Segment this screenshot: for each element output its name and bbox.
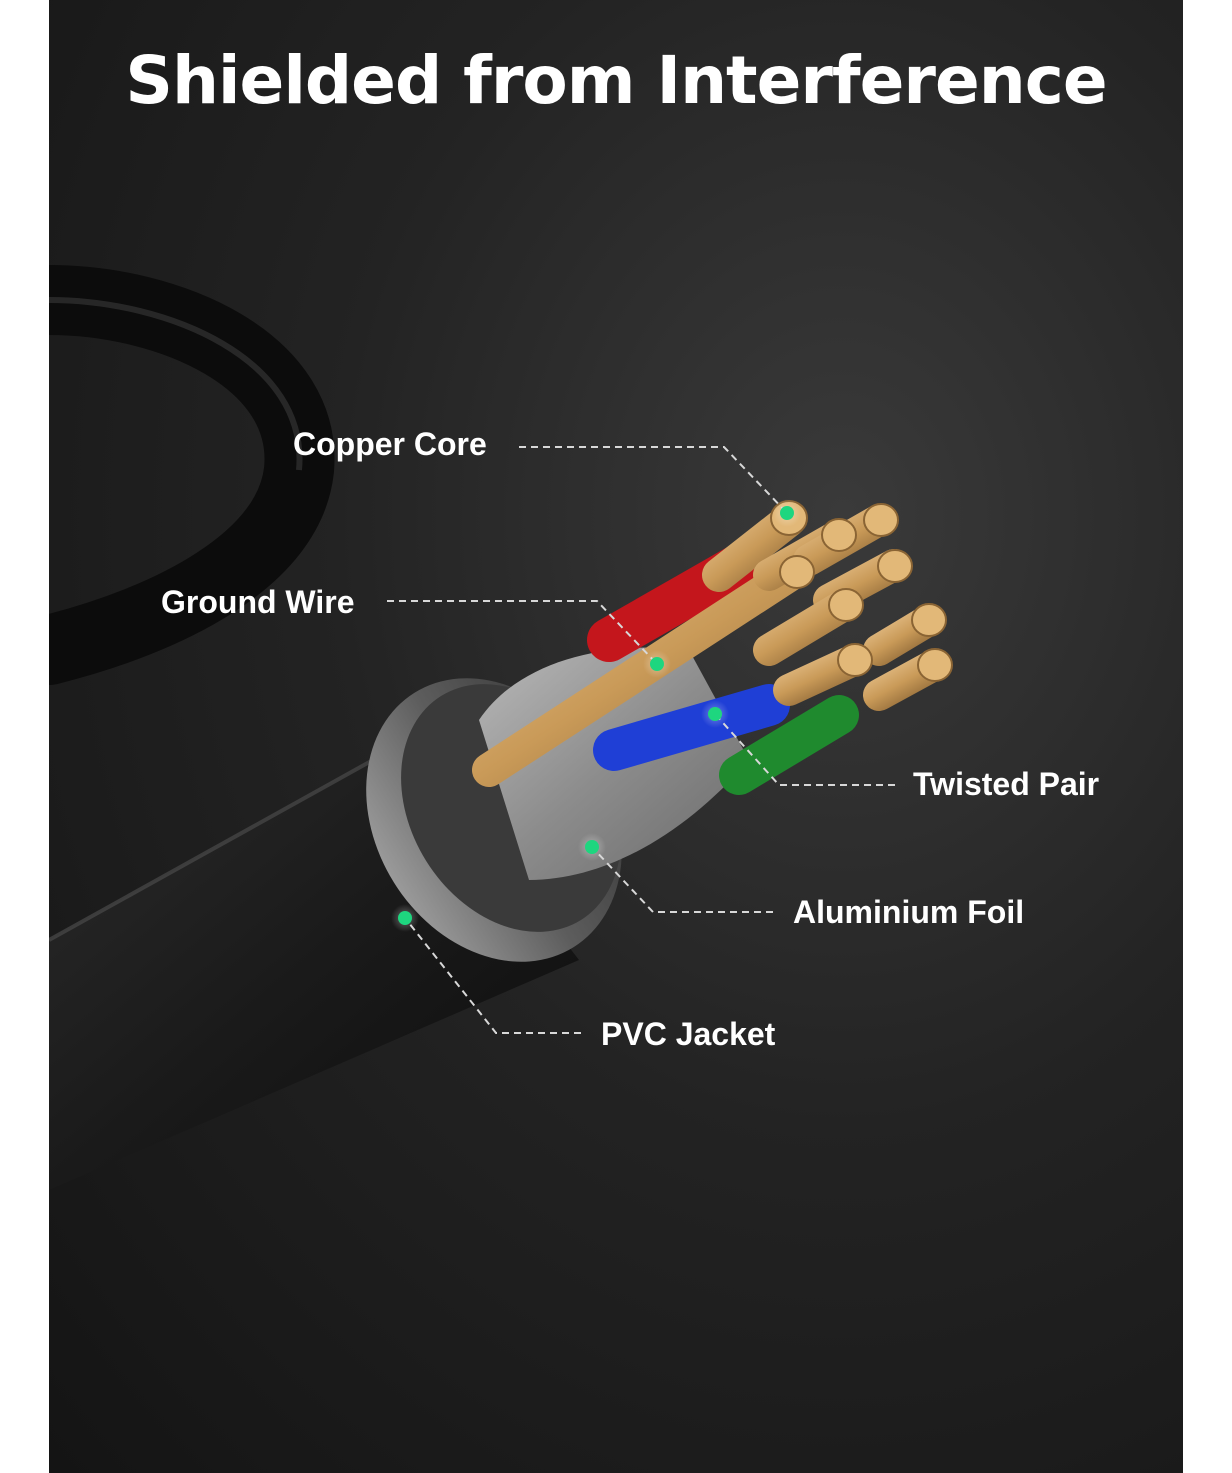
copper-core-leader: [519, 446, 788, 514]
background-cable-highlight: [49, 297, 303, 471]
aluminium-foil-leader: [591, 846, 773, 913]
aluminium-foil-label: Aluminium Foil: [793, 894, 1025, 930]
ground-wire-strand: [472, 558, 806, 787]
cable-jacket-edge: [49, 738, 410, 942]
ground-wire-label: Ground Wire: [161, 584, 355, 620]
twisted-pair-marker: [708, 707, 722, 721]
callout-markers: [391, 499, 801, 932]
copper-conductors: [702, 500, 953, 711]
copper-core-marker: [780, 506, 794, 520]
blue-insulated-wire: [593, 684, 790, 771]
pvc-jacket-marker: [398, 911, 412, 925]
aluminium-foil-marker: [585, 840, 599, 854]
infographic-canvas: Shielded from Interference Copper Core G…: [49, 0, 1183, 1473]
green-insulated-wire: [719, 695, 859, 795]
leader-lines: [387, 446, 895, 1034]
cable-cross-section-illustration: [49, 265, 953, 1190]
ground-wire-leader: [387, 600, 658, 665]
pvc-jacket-label: PVC Jacket: [601, 1016, 776, 1052]
twisted-pair-leader: [714, 713, 895, 786]
page-title: Shielded from Interference: [125, 42, 1107, 119]
copper-core-label: Copper Core: [293, 426, 487, 462]
ground-wire-marker: [650, 657, 664, 671]
pvc-jacket-leader: [404, 917, 581, 1034]
twisted-pair-label: Twisted Pair: [913, 766, 1100, 802]
